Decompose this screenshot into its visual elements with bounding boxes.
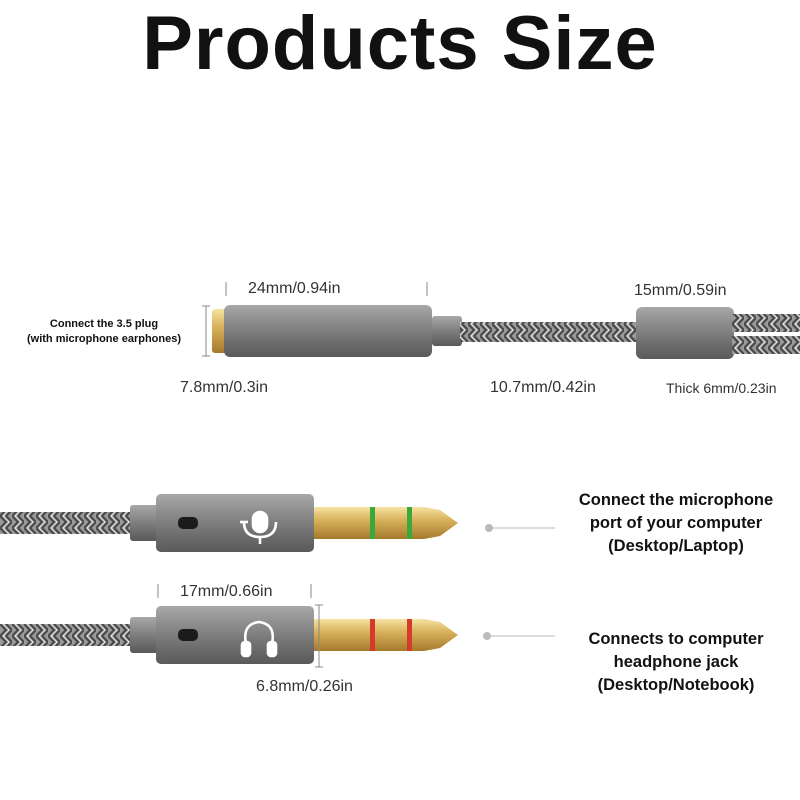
label-line: Connect the microphone bbox=[578, 491, 774, 509]
headphone-ring-insulator bbox=[407, 619, 412, 651]
female-jack-length: 24mm/0.94in bbox=[248, 280, 341, 297]
label-line: headphone jack bbox=[613, 653, 739, 671]
headphone-icon bbox=[240, 620, 278, 658]
mic-plug-label: Connect the microphone port of your comp… bbox=[556, 489, 796, 558]
headphone-plug-length: 17mm/0.66in bbox=[180, 583, 273, 600]
female-jack-label: Connect the 3.5 plug (with microphone ea… bbox=[6, 317, 202, 347]
mic-ring-insulator bbox=[407, 507, 412, 539]
female-jack-housing bbox=[224, 305, 432, 357]
dimension-markers-bottom bbox=[157, 584, 323, 668]
mic-plug-assembly bbox=[0, 494, 555, 552]
gold-socket-ring bbox=[212, 309, 226, 353]
headphone-gold-plug bbox=[314, 619, 424, 651]
label-line: (Desktop/Laptop) bbox=[608, 537, 744, 555]
braided-cable-bottom bbox=[732, 336, 800, 354]
microphone-icon bbox=[240, 510, 278, 544]
braided-cable bbox=[0, 624, 136, 646]
braided-cable bbox=[460, 322, 638, 342]
label-line: (with microphone earphones) bbox=[26, 333, 181, 345]
mic-plug-housing bbox=[156, 494, 314, 552]
label-line: Connects to computer bbox=[588, 630, 764, 648]
headphone-plug-label: Connects to computer headphone jack (Des… bbox=[556, 628, 796, 697]
headphone-plug-slot bbox=[178, 629, 198, 641]
splitter-thickness: Thick 6mm/0.23in bbox=[666, 380, 777, 396]
female-jack-neck bbox=[432, 316, 462, 346]
mic-plug-slot bbox=[178, 517, 198, 529]
mic-gold-plug bbox=[314, 507, 424, 539]
mic-ring-insulator bbox=[370, 507, 375, 539]
label-line: Connect the 3.5 plug bbox=[49, 318, 159, 330]
splitter-housing bbox=[636, 307, 734, 359]
braided-cable-top bbox=[732, 314, 800, 332]
dimension-markers-top bbox=[202, 282, 428, 357]
label-line: port of your computer bbox=[589, 514, 763, 532]
splitter-length: 15mm/0.59in bbox=[634, 282, 727, 299]
female-jack-assembly bbox=[202, 282, 800, 359]
braided-cable bbox=[0, 512, 136, 534]
female-jack-diameter: 7.8mm/0.3in bbox=[180, 379, 269, 396]
splitter-width: 10.7mm/0.42in bbox=[490, 379, 596, 396]
headphone-plug-diameter: 6.8mm/0.26in bbox=[256, 678, 353, 695]
page-title: Products Size bbox=[142, 1, 658, 86]
headphone-plug-assembly bbox=[0, 584, 555, 668]
headphone-ring-insulator bbox=[370, 619, 375, 651]
label-line: (Desktop/Notebook) bbox=[597, 676, 755, 694]
